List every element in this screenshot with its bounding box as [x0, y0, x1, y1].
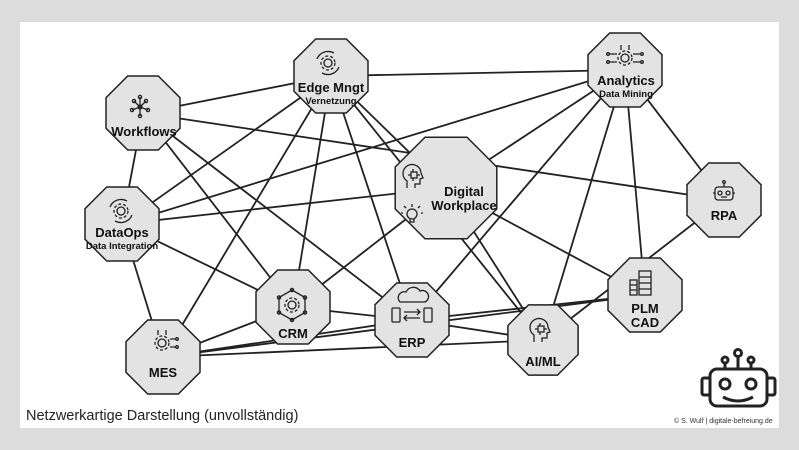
node-title: RPA — [710, 208, 738, 223]
edge-edge-crm — [292, 75, 332, 308]
lightbulb-icon — [401, 204, 423, 223]
robot-icon — [713, 180, 735, 201]
edge-edge-dataops — [121, 75, 332, 225]
node-label-workflows: Workflows — [111, 125, 177, 139]
ai-head-lightbulb-icon — [402, 163, 424, 188]
node-label-crm: CRM — [278, 327, 308, 341]
edge-analytics-aiml — [542, 69, 626, 341]
node-subtitle: Vernetzung — [305, 95, 357, 107]
node-title-2: Workplace — [431, 197, 497, 213]
edge-edge-erp — [330, 75, 413, 321]
node-title: DataOps — [95, 225, 149, 240]
gear-circuit-icon — [154, 330, 179, 351]
cloud-devices-icon — [391, 286, 433, 323]
node-title: ERP — [398, 335, 426, 350]
node-label-plm: PLM CAD — [631, 302, 659, 329]
node-label-dataops: DataOps Data Integration — [86, 226, 158, 252]
robot-logo-icon — [700, 348, 777, 408]
edge-workflows-crm — [142, 112, 294, 308]
node-dataops — [84, 186, 160, 262]
edge-analytics-dataops — [121, 69, 626, 225]
node-analytics — [587, 32, 663, 108]
node-title: PLM — [631, 301, 659, 316]
network-brain-icon — [129, 94, 151, 119]
edge-edge-analytics — [330, 69, 626, 77]
edge-mes-aiml — [162, 339, 544, 358]
node-digital — [394, 136, 498, 240]
node-subtitle: Data Mining — [599, 88, 653, 100]
node-title-2: CAD — [630, 314, 660, 330]
node-title: AI/ML — [525, 354, 561, 369]
node-crm — [255, 269, 331, 345]
node-title: Edge Mngt — [297, 80, 365, 95]
node-mes — [125, 319, 201, 395]
gear-cycle-icon — [109, 198, 133, 224]
gear-cycle-icon — [316, 50, 340, 76]
credit-line: © S. Wulf | digitale-befreiung.de — [674, 418, 773, 425]
node-label-mes: MES — [149, 366, 177, 380]
node-label-rpa: RPA — [711, 209, 737, 223]
node-label-edge: Edge Mngt Vernetzung — [298, 81, 364, 107]
node-aiml — [507, 304, 579, 376]
caption: Netzwerkartige Darstellung (unvollständi… — [26, 408, 299, 424]
gear-hexagon-network-icon — [276, 287, 308, 323]
gear-circuit-icon — [606, 45, 644, 66]
node-subtitle: Data Integration — [85, 240, 159, 252]
node-label-analytics: Analytics Data Mining — [597, 74, 655, 100]
node-title: CRM — [278, 326, 308, 341]
edge-digital-dataops — [121, 187, 447, 225]
node-label-digital: Digital Workplace — [431, 185, 497, 212]
node-edge — [293, 38, 369, 114]
node-erp — [374, 282, 450, 358]
server-rack-icon — [629, 270, 652, 296]
node-title: Workflows — [111, 124, 177, 139]
node-title: MES — [148, 365, 178, 380]
edge-analytics-erp — [411, 69, 626, 321]
node-workflows — [105, 75, 181, 151]
edge-edge-mes — [162, 75, 332, 358]
node-label-aiml: AI/ML — [525, 355, 560, 369]
node-title: Analytics — [597, 73, 655, 88]
edge-workflows-erp — [142, 112, 413, 321]
node-label-erp: ERP — [399, 336, 426, 350]
node-title: Digital — [444, 184, 484, 199]
ai-head-icon — [529, 317, 551, 342]
